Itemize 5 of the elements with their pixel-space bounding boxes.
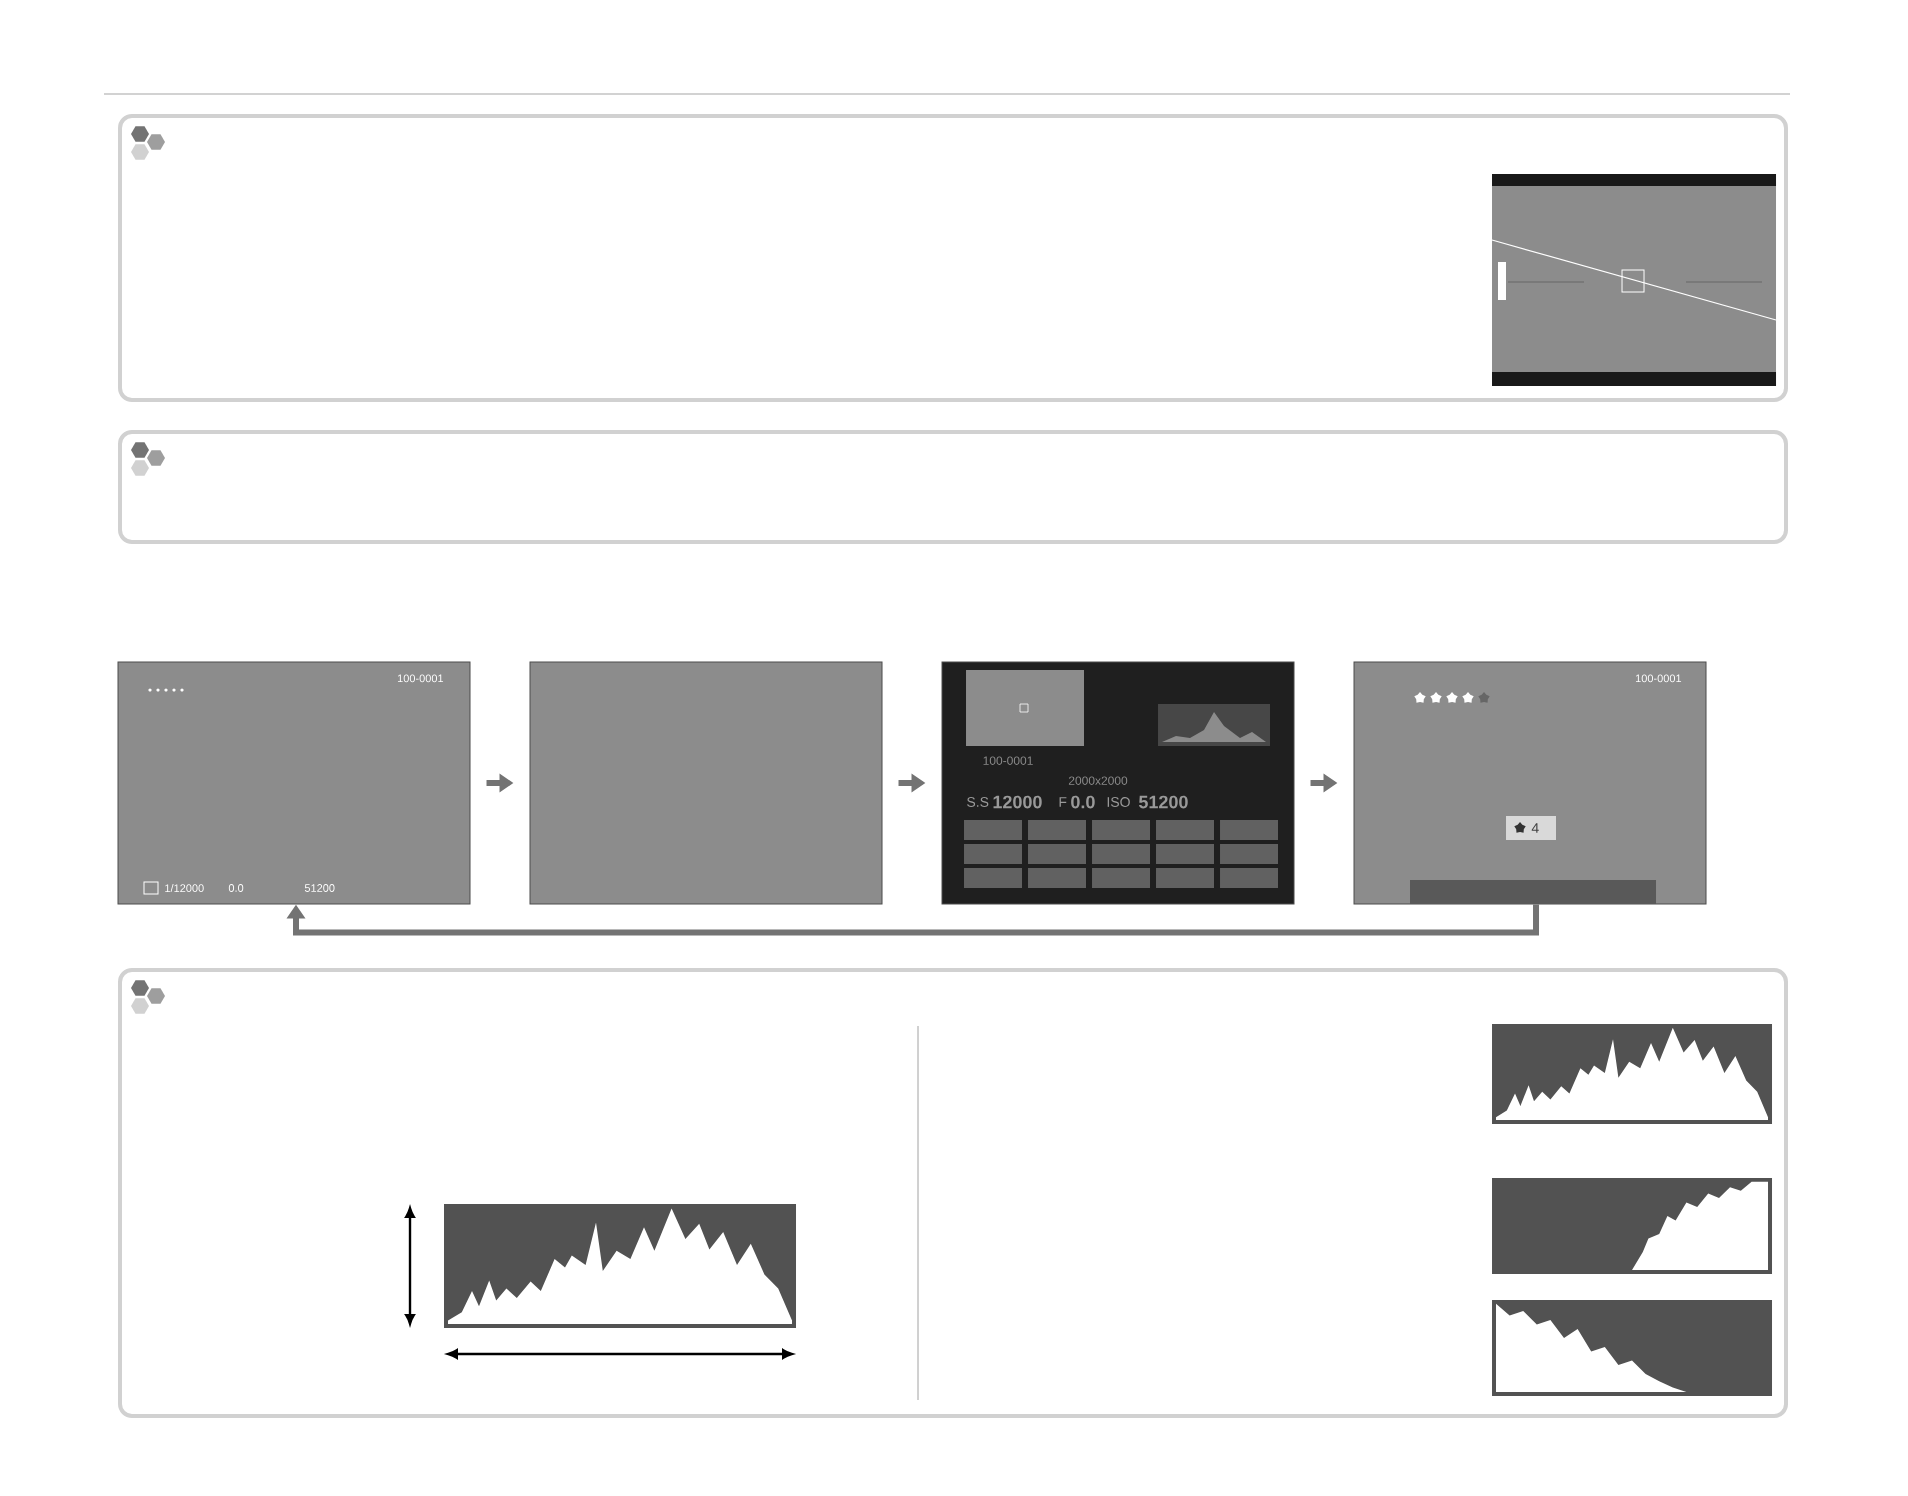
arrow — [286, 904, 1539, 936]
screen-text: 51200 — [1138, 795, 1188, 809]
screen-frame — [529, 661, 883, 905]
screen-text: 12000 — [993, 795, 1042, 809]
screen-text: 0.0 — [1071, 795, 1095, 809]
